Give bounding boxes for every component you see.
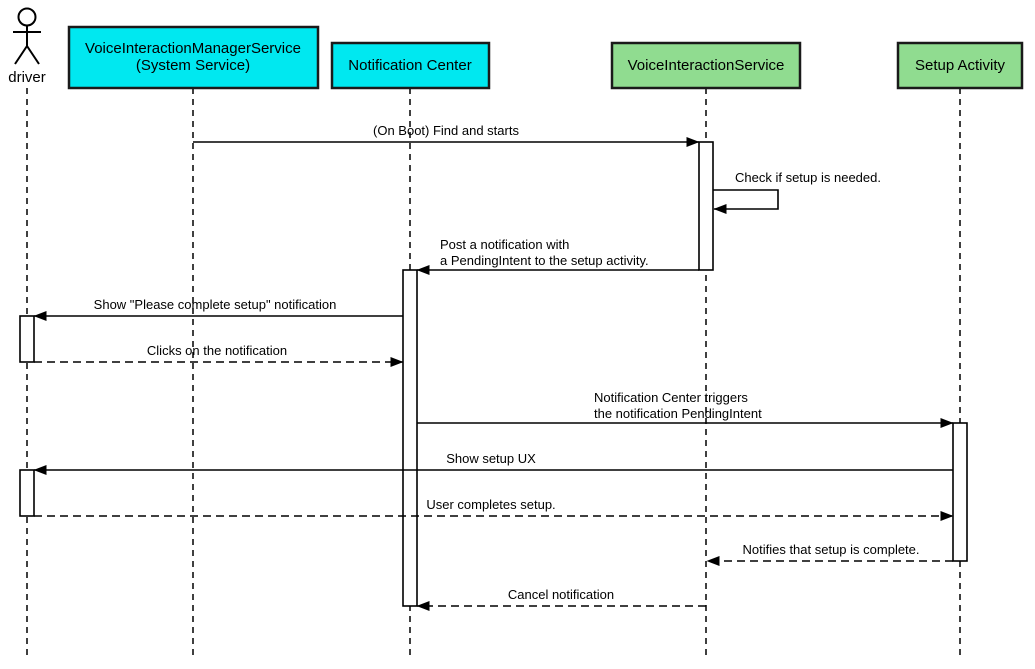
activation-bar-setup-activity — [952, 422, 968, 562]
message-label-check-if-setup-needed: Check if setup is needed. — [735, 170, 881, 185]
participant-label-manager-service-line1: VoiceInteractionManagerService — [85, 40, 301, 57]
message-label-clicks-on-notification: Clicks on the notification — [147, 343, 287, 358]
message-label-notifies-setup-complete: Notifies that setup is complete. — [742, 542, 919, 557]
actor-driver-icon — [13, 7, 41, 65]
participant-box-notification-center — [330, 41, 491, 90]
message-label-post-notification-line2: a PendingIntent to the setup activity. — [440, 253, 649, 268]
participant-label-manager-service-line2: (System Service) — [136, 57, 250, 74]
message-label-triggers-pending-intent-line1: Notification Center triggers — [594, 390, 748, 405]
participant-label-setup-activity: Setup Activity — [915, 57, 1006, 74]
message-label-show-complete-setup-notification: Show "Please complete setup" notificatio… — [94, 297, 337, 312]
activation-bar-driver-1 — [19, 315, 35, 363]
participant-box-setup-activity — [896, 41, 1024, 90]
message-label-show-setup-ux: Show setup UX — [446, 451, 536, 466]
message-label-on-boot-find-and-starts: (On Boot) Find and starts — [373, 123, 519, 138]
message-label-post-notification-line1: Post a notification with — [440, 237, 569, 252]
message-label-cancel-notification: Cancel notification — [508, 587, 614, 602]
participant-label-voice-interaction-service: VoiceInteractionService — [628, 57, 785, 74]
activation-bar-driver-2 — [19, 469, 35, 517]
message-label-user-completes-setup: User completes setup. — [426, 497, 555, 512]
participant-label-notification-center: Notification Center — [348, 57, 471, 74]
actor-driver-label: driver — [8, 69, 46, 86]
participant-box-voice-interaction-service — [610, 41, 802, 90]
message-arrow-check-if-setup-needed — [713, 189, 779, 214]
participant-box-manager-service — [67, 25, 320, 90]
activation-bar-voice-interaction-service — [698, 141, 714, 271]
activation-bar-notification-center — [402, 269, 418, 607]
message-label-triggers-pending-intent-line2: the notification PendingIntent — [594, 406, 762, 421]
